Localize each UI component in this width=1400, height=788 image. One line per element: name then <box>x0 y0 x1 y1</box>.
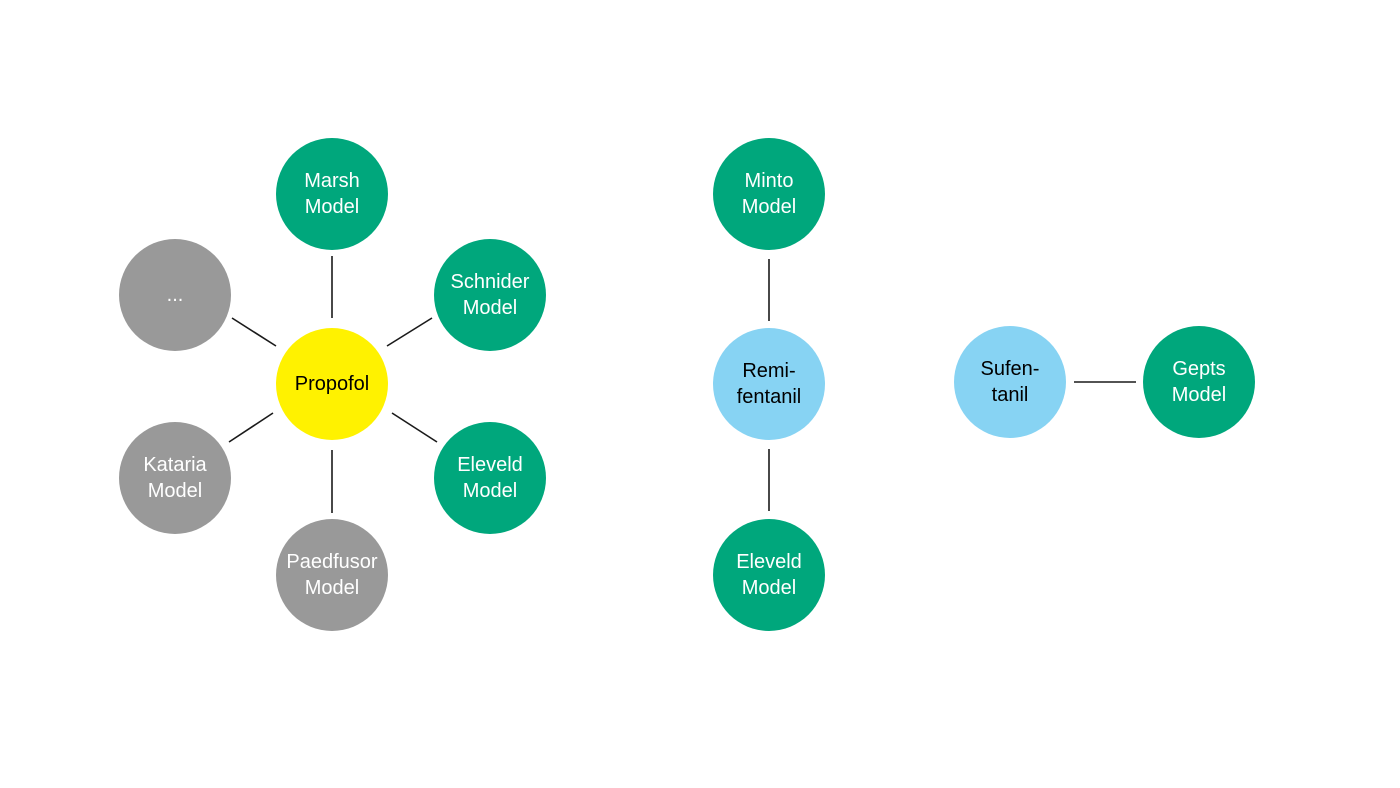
eleveld-model-remifentanil-label: Eleveld Model <box>736 551 802 599</box>
propofol-label: Propofol <box>294 373 370 395</box>
paedfusor-model-node: Paedfusor Model <box>276 519 388 631</box>
remifentanil-label: Remi- fentanil <box>736 360 802 408</box>
more-models-node: ... <box>119 239 231 351</box>
edge-propofol-eleveld <box>391 412 438 443</box>
schnider-model-label: Schnider Model <box>450 271 530 319</box>
minto-model-node: Minto Model <box>713 138 825 250</box>
sufentanil-node: Sufen- tanil <box>954 326 1066 438</box>
kataria-model-node: Kataria Model <box>119 422 231 534</box>
marsh-model-node: Marsh Model <box>276 138 388 250</box>
minto-model-label: Minto Model <box>741 170 797 218</box>
edge-propofol-more <box>231 317 277 347</box>
remifentanil-node: Remi- fentanil <box>713 328 825 440</box>
gepts-model-node: Gepts Model <box>1143 326 1255 438</box>
paedfusor-model-label: Paedfusor Model <box>286 551 378 599</box>
more-models-label: ... <box>166 284 184 306</box>
kataria-model-label: Kataria Model <box>143 454 207 502</box>
gepts-model-label: Gepts Model <box>1171 358 1227 406</box>
propofol-node: Propofol <box>276 328 388 440</box>
edge-propofol-kataria <box>228 412 274 443</box>
schnider-model-node: Schnider Model <box>434 239 546 351</box>
sufentanil-label: Sufen- tanil <box>980 358 1040 406</box>
marsh-model-label: Marsh Model <box>304 170 360 218</box>
eleveld-model-remifentanil-node: Eleveld Model <box>713 519 825 631</box>
edge-propofol-schnider <box>386 317 433 347</box>
eleveld-model-propofol-label: Eleveld Model <box>457 454 523 502</box>
eleveld-model-propofol-node: Eleveld Model <box>434 422 546 534</box>
